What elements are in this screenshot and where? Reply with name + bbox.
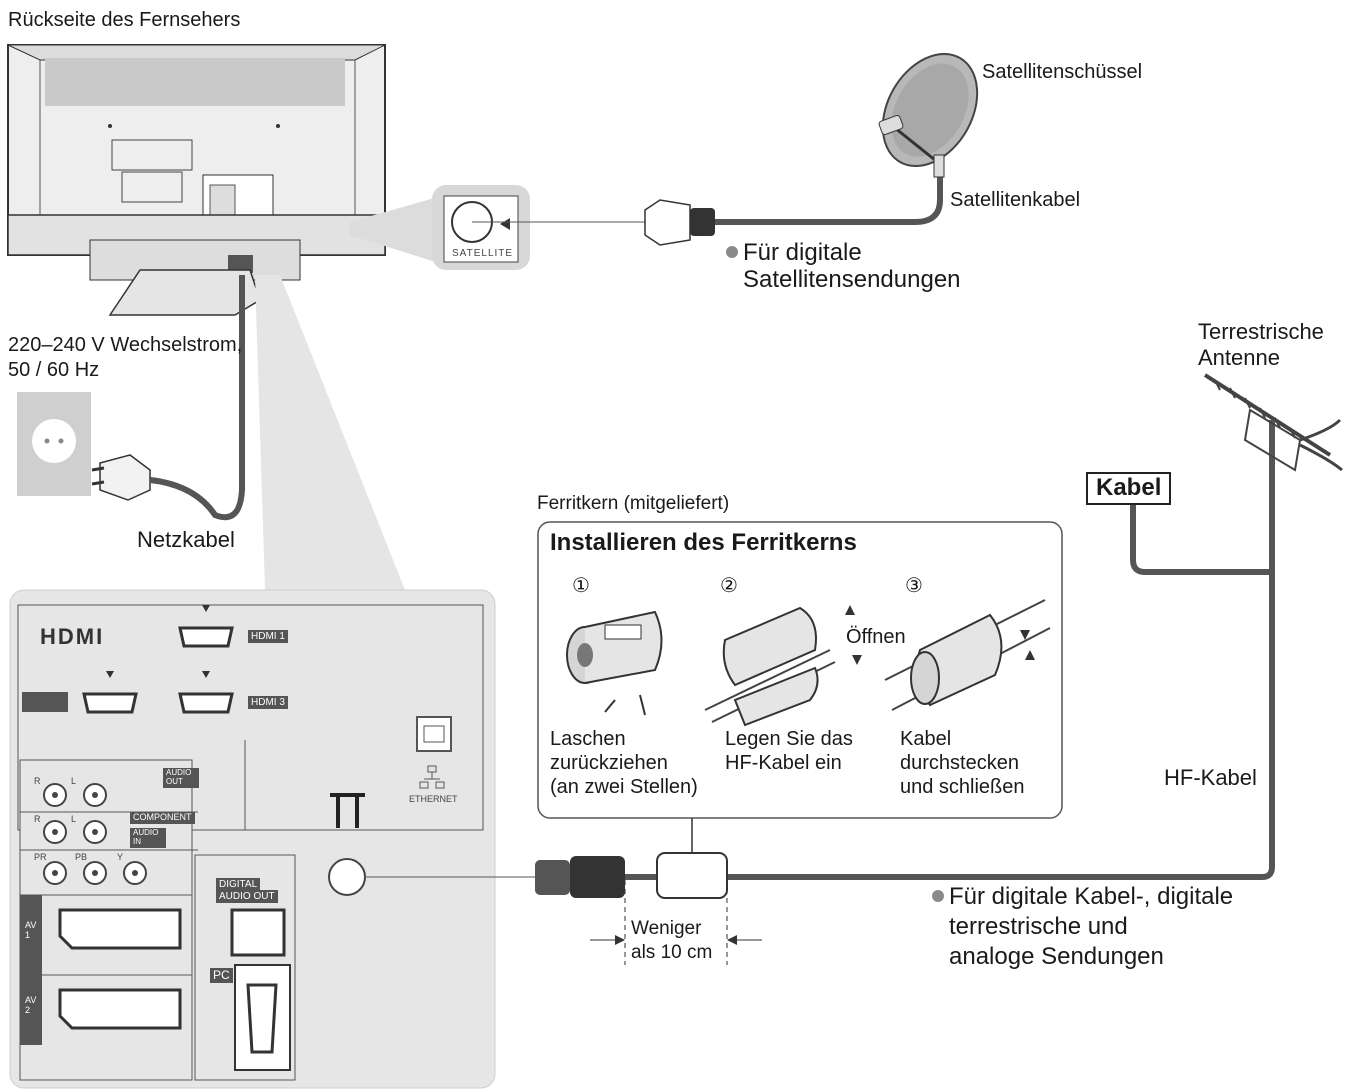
open-label: Öffnen [846, 626, 906, 648]
pc-label: PC [210, 968, 233, 984]
distance-line2: als 10 cm [631, 942, 713, 963]
audio-out-label: AUDIO OUT [163, 768, 199, 788]
pc-socket [246, 983, 278, 1054]
distance-line1: Weniger [631, 918, 702, 939]
power-spec-line2: 50 / 60 Hz [8, 359, 100, 381]
audio-in-label: AUDIO IN [130, 828, 166, 848]
audio-in-l-label: L [71, 814, 77, 824]
ethernet-icon [416, 716, 452, 789]
rf-cable [365, 500, 1275, 965]
kabel-box-label: Kabel [1086, 472, 1172, 505]
step2-text-line1: Legen Sie das [725, 728, 853, 750]
antenna-label-line1: Terrestrische [1198, 319, 1324, 344]
scart-sockets [58, 908, 182, 1030]
power-cable [149, 275, 245, 521]
pr-label: PR [34, 852, 47, 862]
tv-back-label: Rückseite des Fernsehers [8, 9, 241, 31]
satellite-port-callout [350, 185, 530, 270]
power-plug-icon [91, 454, 151, 501]
rf-note-line1: Für digitale Kabel-, digitale [932, 883, 1233, 912]
audio-out-l-label: L [71, 776, 77, 786]
digital-audio-out-line2: AUDIO OUT [216, 890, 278, 903]
rf-note-line2: terrestrische und [949, 913, 1128, 940]
step3-number: ③ [905, 575, 923, 597]
satellite-dish-label: Satellitenschüssel [982, 61, 1143, 83]
step3-text-line1: Kabel [900, 728, 952, 750]
antenna-label-line2: Antenne [1198, 345, 1280, 370]
pb-label: PB [75, 852, 88, 862]
step1-number: ① [572, 575, 590, 597]
hf-cable-label: HF-Kabel [1164, 765, 1257, 790]
av2-label: AV 2 [22, 995, 42, 1017]
y-label: Y [117, 852, 124, 862]
ferrite-supplied-label: Ferritkern (mitgeliefert) [537, 493, 730, 514]
ferrite-instruction-box [537, 521, 1063, 819]
satellite-note-line2: Satellitensendungen [743, 266, 961, 293]
hdmi-sockets [22, 605, 234, 714]
ethernet-label: ETHERNET [409, 794, 458, 804]
power-cable-label: Netzkabel [137, 527, 235, 552]
step3-text-line2: durchstecken [900, 752, 1019, 774]
tv-back-illustration [7, 44, 386, 316]
digital-audio-out-line1: DIGITAL [216, 878, 261, 891]
satellite-dish-icon [878, 52, 979, 178]
ferrite-core-icon [566, 599, 1051, 727]
step1-text-line1: Laschen [550, 728, 626, 750]
hdmi-logo: HDMI [40, 624, 105, 649]
step1-text-line3: (an zwei Stellen) [550, 776, 698, 798]
satellite-note-line1: Für digitale [726, 239, 862, 268]
ferrite-box-title: Installieren des Ferritkerns [550, 529, 857, 556]
satellite-cable [472, 170, 943, 246]
satellite-cable-label: Satellitenkabel [950, 189, 1081, 211]
ferrite-core-on-cable [656, 852, 728, 899]
audio-out-r-label: R [34, 776, 41, 786]
satellite-port-label: SATELLITE [452, 248, 514, 259]
step3-text-line3: und schließen [900, 776, 1025, 798]
power-outlet-icon [17, 392, 91, 496]
power-spec-line1: 220–240 V Wechselstrom, [8, 334, 243, 356]
antenna-icon [1203, 373, 1343, 515]
terminal-panel [9, 589, 496, 1089]
hdmi3-label: HDMI 3 [248, 696, 288, 709]
zoom-callout [255, 275, 405, 590]
av1-label: AV 1 [22, 920, 42, 942]
step2-number: ② [720, 575, 738, 597]
rf-note-line3: analoge Sendungen [949, 943, 1164, 970]
hdmi1-label: HDMI 1 [248, 630, 288, 643]
audio-in-r-label: R [34, 814, 41, 824]
optical-socket [230, 908, 286, 957]
component-label: COMPONENT [130, 812, 195, 824]
step2-text-line2: HF-Kabel ein [725, 752, 842, 774]
step1-text-line2: zurückziehen [550, 752, 668, 774]
